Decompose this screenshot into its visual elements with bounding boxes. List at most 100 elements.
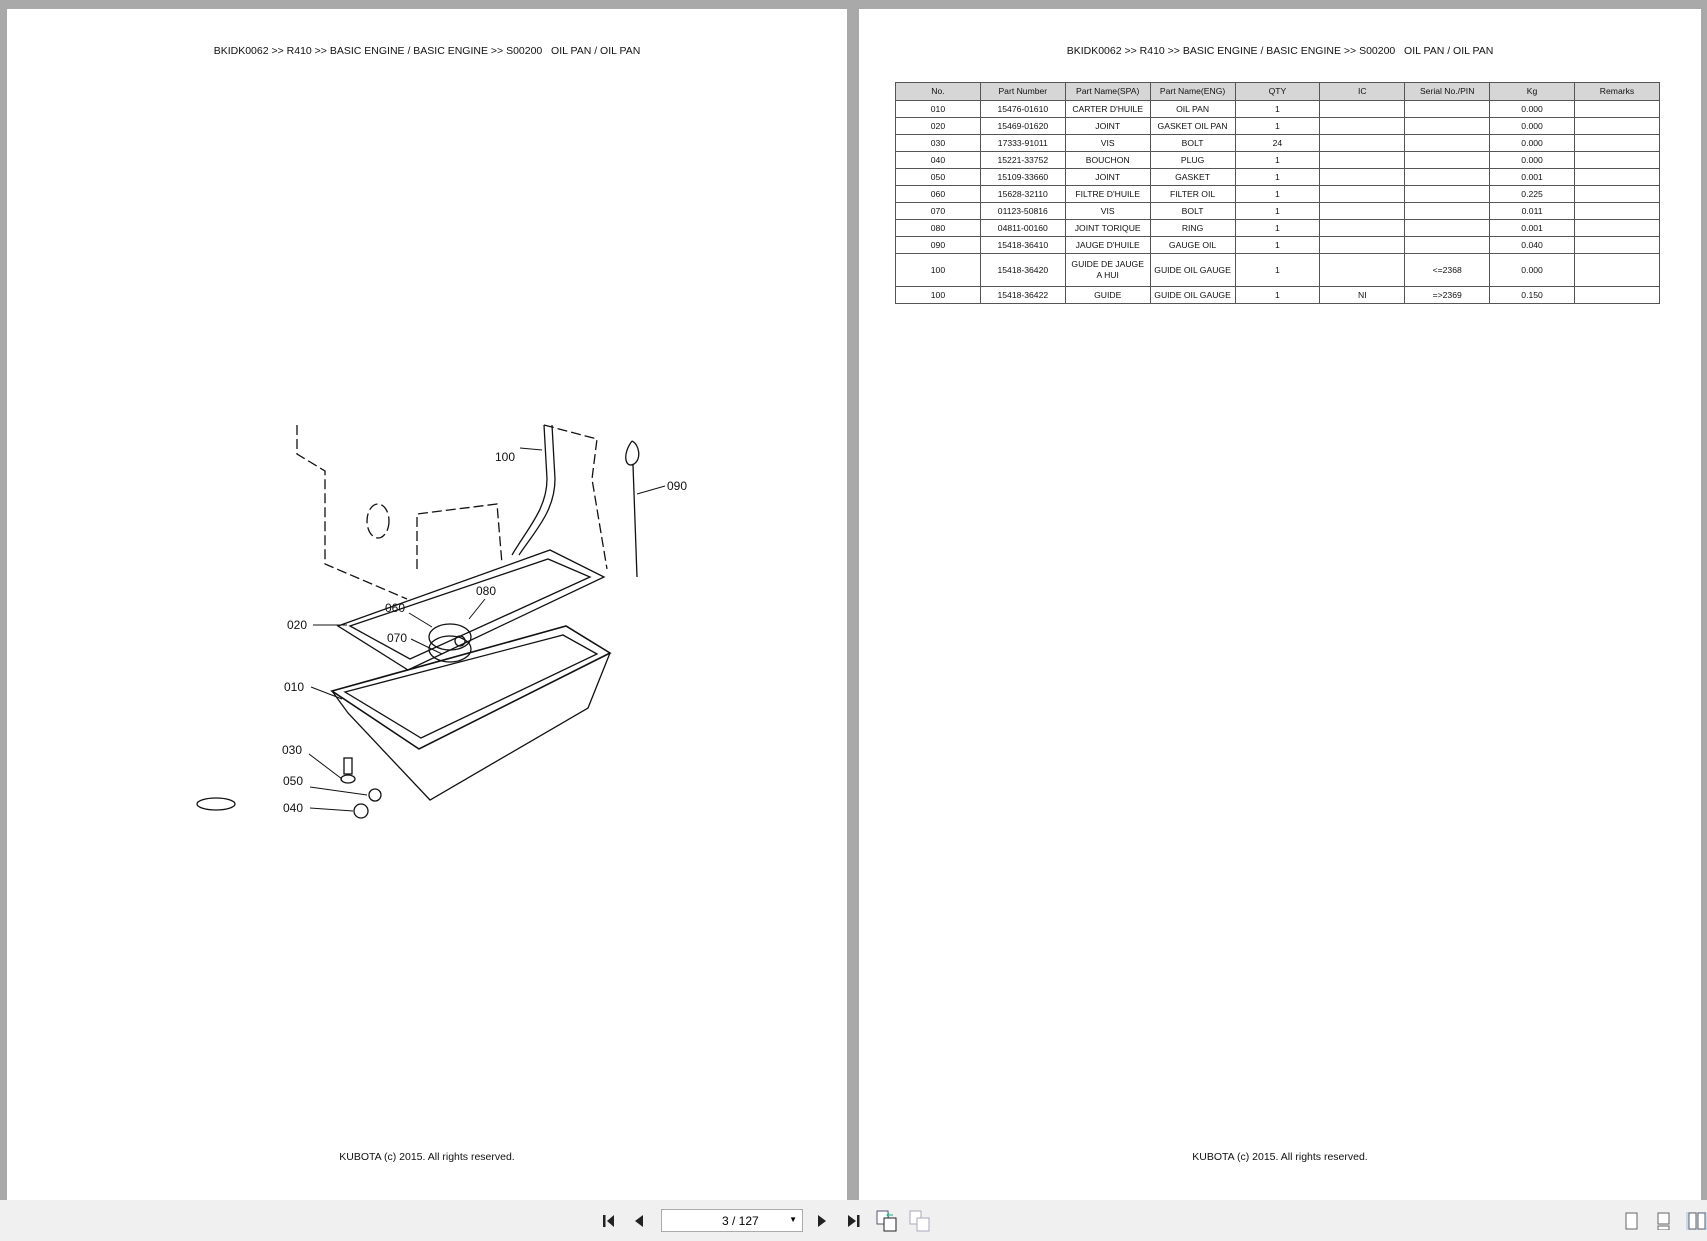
table-cell: GUIDE DE JAUGE A HUI xyxy=(1064,253,1151,287)
table-cell xyxy=(1319,185,1406,203)
table-cell: 1 xyxy=(1234,100,1321,118)
table-cell: 24 xyxy=(1234,134,1321,152)
table-cell: 15628-32110 xyxy=(979,185,1066,203)
back-view-icon[interactable] xyxy=(876,1210,898,1232)
table-cell: 100 xyxy=(895,253,981,287)
table-cell: 1 xyxy=(1234,236,1321,254)
stamp-mark xyxy=(196,797,236,811)
page-header: BKIDK0062 >> R410 >> BASIC ENGINE / BASI… xyxy=(1066,45,1494,57)
table-cell: 0.000 xyxy=(1489,100,1575,118)
table-cell: GUIDE OIL GAUGE xyxy=(1149,286,1236,304)
table-cell: GASKET xyxy=(1149,168,1236,186)
table-cell: VIS xyxy=(1064,134,1151,152)
table-cell: JOINT TORIQUE xyxy=(1064,219,1151,237)
callout-020: 020 xyxy=(287,618,307,632)
table-cell xyxy=(1404,117,1491,135)
next-page-icon[interactable] xyxy=(815,1212,829,1230)
page-dropdown-icon[interactable]: ▼ xyxy=(789,1215,797,1224)
table-cell: 15221-33752 xyxy=(979,151,1066,169)
table-cell: 1 xyxy=(1234,185,1321,203)
table-cell: JAUGE D'HUILE xyxy=(1064,236,1151,254)
table-cell xyxy=(1574,117,1660,135)
continuous-page-icon[interactable] xyxy=(1657,1212,1671,1230)
table-cell: 04811-00160 xyxy=(979,219,1066,237)
single-page-icon[interactable] xyxy=(1625,1212,1639,1230)
page-footer: KUBOTA (c) 2015. All rights reserved. xyxy=(339,1151,515,1163)
oil-pan xyxy=(330,625,612,750)
first-page-icon[interactable] xyxy=(600,1212,618,1230)
table-cell xyxy=(1404,100,1491,118)
callout-080: 080 xyxy=(476,584,496,598)
table-cell: 0.225 xyxy=(1489,185,1575,203)
callout-010: 010 xyxy=(284,680,304,694)
table-cell: 070 xyxy=(895,202,981,220)
table-cell: CARTER D'HUILE xyxy=(1064,100,1151,118)
column-header: No. xyxy=(895,82,981,101)
page-left: BKIDK0062 >> R410 >> BASIC ENGINE / BASI… xyxy=(7,9,847,1200)
table-cell xyxy=(1319,253,1406,287)
page-indicator: 3 / 127 xyxy=(722,1214,759,1228)
table-cell: GASKET OIL PAN xyxy=(1149,117,1236,135)
table-cell: 15476-01610 xyxy=(979,100,1066,118)
table-cell: FILTRE D'HUILE xyxy=(1064,185,1151,203)
table-cell: VIS xyxy=(1064,202,1151,220)
table-cell: FILTER OIL xyxy=(1149,185,1236,203)
table-cell: 15418-36422 xyxy=(979,286,1066,304)
table-cell xyxy=(1574,185,1660,203)
two-page-icon[interactable] xyxy=(1686,1212,1707,1230)
table-cell xyxy=(1319,151,1406,169)
table-cell xyxy=(1404,219,1491,237)
table-cell: RING xyxy=(1149,219,1236,237)
engine-block-outline xyxy=(296,424,608,600)
page-footer: KUBOTA (c) 2015. All rights reserved. xyxy=(1192,1151,1368,1163)
table-cell: 0.000 xyxy=(1489,117,1575,135)
forward-view-icon[interactable] xyxy=(909,1210,931,1232)
table-cell xyxy=(1574,202,1660,220)
column-header: Remarks xyxy=(1574,82,1660,101)
table-cell: <=2368 xyxy=(1404,253,1491,287)
table-cell: JOINT xyxy=(1064,117,1151,135)
guide-tube xyxy=(511,424,556,556)
column-header: Part Name(SPA) xyxy=(1064,82,1151,101)
table-cell xyxy=(1574,236,1660,254)
table-cell xyxy=(1404,236,1491,254)
table-cell xyxy=(1319,202,1406,220)
callout-050: 050 xyxy=(283,774,303,788)
table-cell xyxy=(1319,117,1406,135)
prev-page-icon[interactable] xyxy=(632,1212,646,1230)
table-cell: 0.150 xyxy=(1489,286,1575,304)
callout-040: 040 xyxy=(283,801,303,815)
viewer-toolbar: 3 / 127 ▼ xyxy=(0,1200,1707,1241)
callout-060: 060 xyxy=(385,601,405,615)
column-header: Part Number xyxy=(979,82,1066,101)
dipstick xyxy=(625,440,640,578)
table-cell: 1 xyxy=(1234,168,1321,186)
table-cell: 17333-91011 xyxy=(979,134,1066,152)
callout-030: 030 xyxy=(282,743,302,757)
table-cell xyxy=(1404,202,1491,220)
last-page-icon[interactable] xyxy=(845,1212,863,1230)
table-cell: 030 xyxy=(895,134,981,152)
table-cell xyxy=(1574,100,1660,118)
table-cell xyxy=(1574,286,1660,304)
table-cell: GAUGE OIL xyxy=(1149,236,1236,254)
table-cell: 15469-01620 xyxy=(979,117,1066,135)
column-header: Part Name(ENG) xyxy=(1149,82,1236,101)
table-cell xyxy=(1404,185,1491,203)
table-cell xyxy=(1404,168,1491,186)
page-header: BKIDK0062 >> R410 >> BASIC ENGINE / BASI… xyxy=(213,45,641,57)
table-cell xyxy=(1574,168,1660,186)
table-cell xyxy=(1319,134,1406,152)
table-cell: GUIDE OIL GAUGE xyxy=(1149,253,1236,287)
table-cell xyxy=(1319,168,1406,186)
page-number-input[interactable]: 3 / 127 ▼ xyxy=(661,1209,803,1232)
